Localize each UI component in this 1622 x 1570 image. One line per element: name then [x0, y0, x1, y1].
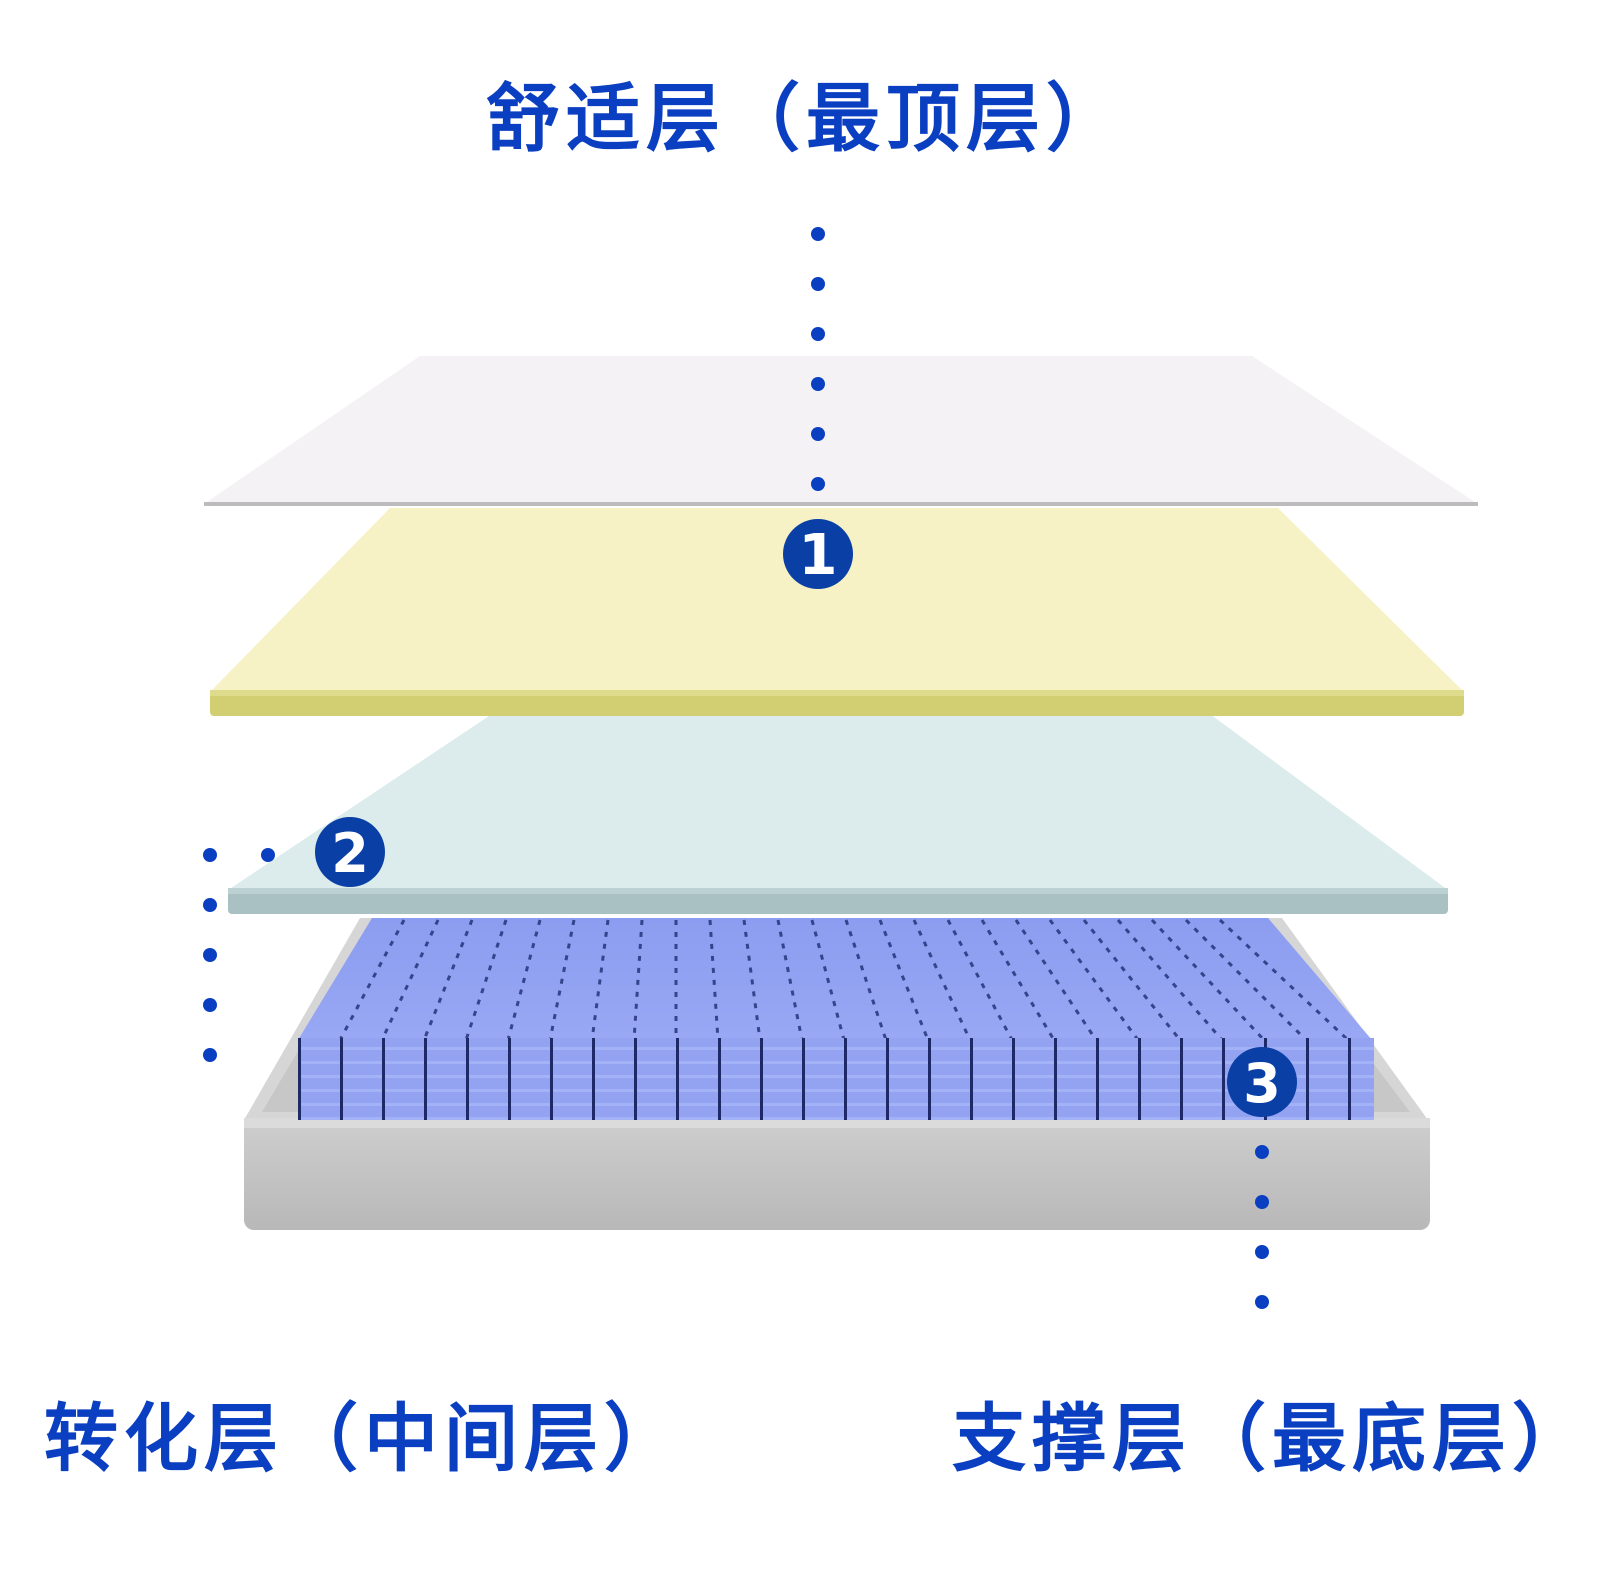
pocket-springs-layer [298, 918, 1374, 1120]
leader-line-top [811, 227, 825, 491]
badge-2: 2 [315, 817, 385, 887]
top-cover-layer [204, 356, 1478, 506]
label-comfort-layer: 舒适层（最顶层） [486, 76, 1126, 162]
badge-1: 1 [783, 519, 853, 589]
leader-line-bottom [1255, 1145, 1269, 1309]
svg-text:2: 2 [331, 822, 369, 885]
badge-3: 3 [1227, 1047, 1297, 1117]
label-support-layer: 支撑层（最底层） [952, 1396, 1592, 1482]
label-transition-layer: 转化层（中间层） [44, 1396, 684, 1482]
transition-layer [228, 714, 1448, 914]
comfort-layer [210, 508, 1464, 716]
leader-line-middle [203, 848, 275, 1062]
svg-text:3: 3 [1243, 1052, 1281, 1115]
svg-text:1: 1 [799, 523, 838, 588]
